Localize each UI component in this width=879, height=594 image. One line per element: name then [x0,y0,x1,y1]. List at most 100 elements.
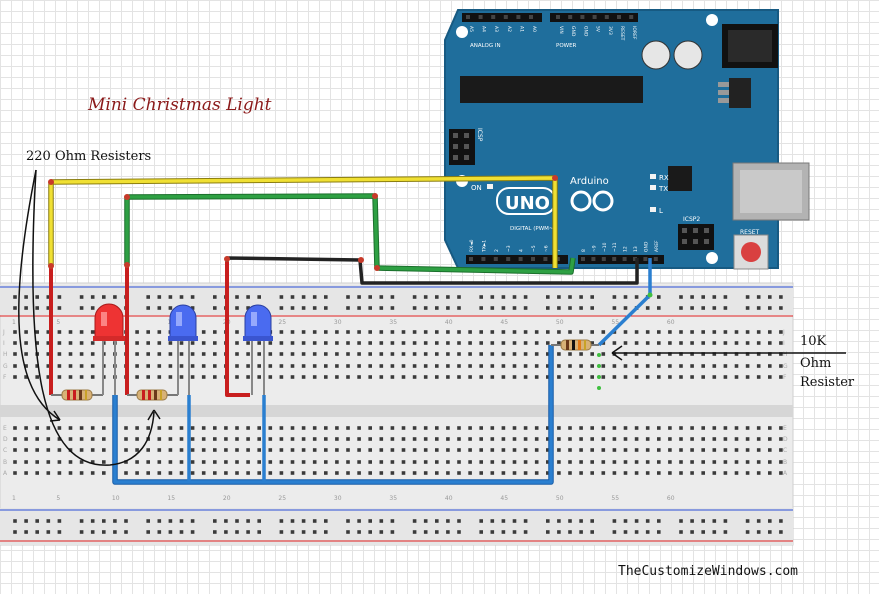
breadboard-hole [579,364,583,368]
breadboard-hole [435,519,439,523]
header-pin-label: 2 [494,249,500,252]
resistor-band [572,340,575,350]
breadboard-hole [279,306,284,310]
breadboard-hole [712,341,717,345]
breadboard-hole [79,437,84,441]
breadboard-hole [634,352,639,356]
breadboard-hole [190,306,195,310]
breadboard-hole [213,519,217,523]
breadboard-hole [679,437,683,441]
breadboard-hole [723,426,728,430]
breadboard-hole [24,530,28,534]
breadboard-hole [246,437,250,441]
breadboard-hole [412,426,417,430]
breadboard-hole [601,352,606,356]
breadboard-hole [734,341,739,345]
breadboard-hole [335,330,339,334]
breadboard-hole [568,426,572,430]
header-pin [491,15,496,19]
breadboard-hole [546,295,550,299]
breadboard-hole [257,341,261,345]
breadboard-hole [557,519,561,523]
breadboard-hole [534,437,539,441]
breadboard-hole [168,437,173,441]
breadboard-hole [768,530,772,534]
breadboard-hole [224,460,228,464]
breadboard-hole [712,306,717,310]
breadboard-hole [779,295,783,299]
breadboard-hole [701,306,705,310]
breadboard-hole [357,295,361,299]
breadboard-hole [590,295,594,299]
header-pin-label: 5V [595,26,601,33]
breadboard-hole [135,330,139,334]
breadboard-hole [368,530,372,534]
breadboard-hole [102,437,106,441]
breadboard-hole [568,448,572,452]
breadboard-hole [146,471,150,475]
breadboard-hole [501,352,506,356]
breadboard-hole [534,426,539,430]
breadboard-hole [157,295,162,299]
breadboard-hole [435,306,439,310]
breadboard-hole [712,375,717,379]
arrow-to-resistor-2 [32,169,155,466]
breadboard-hole [390,352,395,356]
breadboard-hole [568,364,572,368]
breadboard-hole [690,364,694,368]
breadboard-hole [590,330,594,334]
breadboard-hole [756,375,761,379]
led-body [169,304,197,339]
breadboard-hole [246,460,250,464]
breadboard-hole [301,460,306,464]
breadboard-hole [68,330,73,334]
breadboard-hole [201,471,206,475]
breadboard-hole [312,426,317,430]
breadboard-hole [679,330,683,334]
breadboard-hole [157,460,162,464]
breadboard-hole [779,460,783,464]
breadboard-hole [168,471,173,475]
breadboard-hole [301,437,306,441]
breadboard-hole [568,530,572,534]
header-pin [581,257,585,261]
breadboard-hole [412,341,417,345]
breadboard-hole [512,437,517,441]
column-number: 30 [334,319,342,326]
breadboard-hole [612,519,617,523]
breadboard-hole [501,330,506,334]
header-pin-label: 4 [519,249,525,252]
led-red [93,303,125,395]
breadboard-hole [534,341,539,345]
breadboard-hole [634,426,639,430]
breadboard-hole [279,437,284,441]
infinity-right [592,190,614,212]
breadboard-hole [512,519,517,523]
breadboard-hole [368,352,372,356]
diagram-title: Mini Christmas Light [87,95,272,115]
breadboard-hole [534,471,539,475]
breadboard-hole [490,448,495,452]
breadboard-hole [57,460,62,464]
breadboard-hole [756,437,761,441]
header-pin [518,257,523,261]
breadboard-hole [612,471,617,475]
breadboard-hole [690,352,694,356]
icsp-pin [453,144,458,149]
breadboard-hole [357,306,361,310]
breadboard-hole [268,375,273,379]
resistor-band [160,390,162,400]
breadboard-hole [501,471,506,475]
breadboard-hole [645,352,650,356]
breadboard-hole [235,306,239,310]
icsp2-pin [693,228,698,233]
breadboard-hole [579,460,583,464]
breadboard-hole [312,306,317,310]
breadboard-hole [13,330,17,334]
breadboard-hole [690,375,694,379]
resistor-10k [551,339,599,351]
arrowhead-10k [611,345,623,361]
breadboard-hole [756,330,761,334]
breadboard-hole [335,352,339,356]
